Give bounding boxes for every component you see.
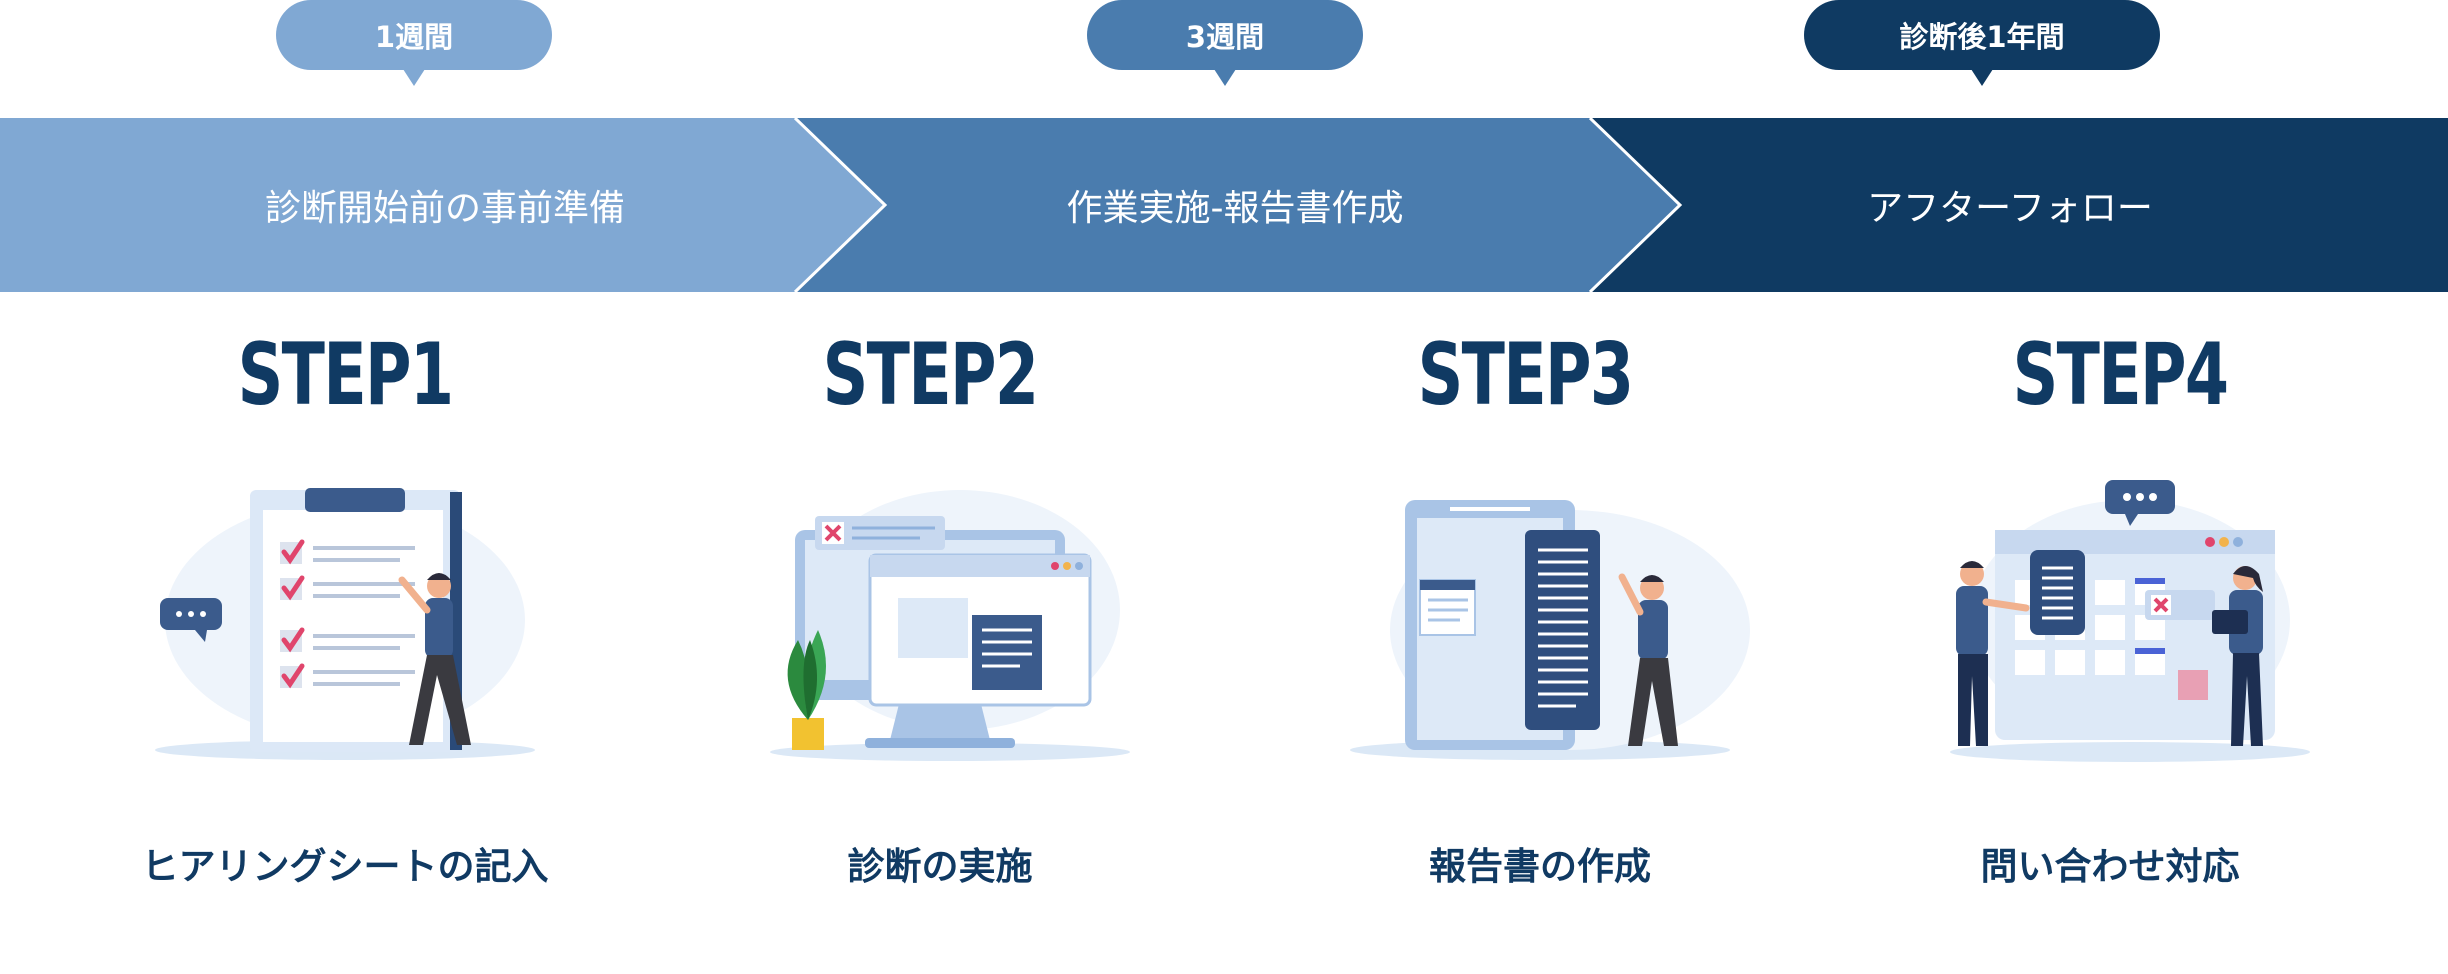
- step-caption-2: 診断の実施: [847, 845, 1033, 888]
- phase-segment-1: [0, 118, 885, 292]
- duration-badge-3: 診断後1年間: [1804, 0, 2160, 86]
- phase-divider-2: [1588, 118, 1683, 292]
- step-caption-4: 問い合わせ対応: [1980, 845, 2240, 888]
- step-title-1: STEP1: [237, 325, 454, 425]
- phase-divider-1: [793, 118, 888, 292]
- monitor-diagnosis-icon: [770, 490, 1130, 761]
- phase-segment-2: [795, 118, 1680, 292]
- duration-label: 1週間: [374, 20, 454, 54]
- step-caption-3: 報告書の作成: [1429, 845, 1651, 888]
- step-title-4: STEP4: [2012, 325, 2229, 425]
- phase-band: [0, 118, 2448, 292]
- phase-label-3: アフターフォロー: [1867, 188, 2153, 229]
- duration-label: 3週間: [1185, 20, 1265, 54]
- phase-segment-3: [1590, 118, 2448, 292]
- duration-label: 診断後1年間: [1899, 20, 2065, 54]
- phase-label-2: 作業実施-報告書作成: [1066, 188, 1404, 229]
- support-dashboard-icon: [1950, 480, 2310, 762]
- clipboard-checklist-icon: [155, 488, 535, 760]
- report-document-icon: [1350, 500, 1750, 760]
- step-title-3: STEP3: [1417, 325, 1634, 425]
- phase-label-1: 診断開始前の事前準備: [264, 188, 625, 229]
- step-title-2: STEP2: [822, 325, 1039, 425]
- duration-badge-1: 1週間: [276, 0, 552, 86]
- duration-badge-2: 3週間: [1087, 0, 1363, 86]
- step-caption-1: ヒアリングシートの記入: [141, 845, 549, 888]
